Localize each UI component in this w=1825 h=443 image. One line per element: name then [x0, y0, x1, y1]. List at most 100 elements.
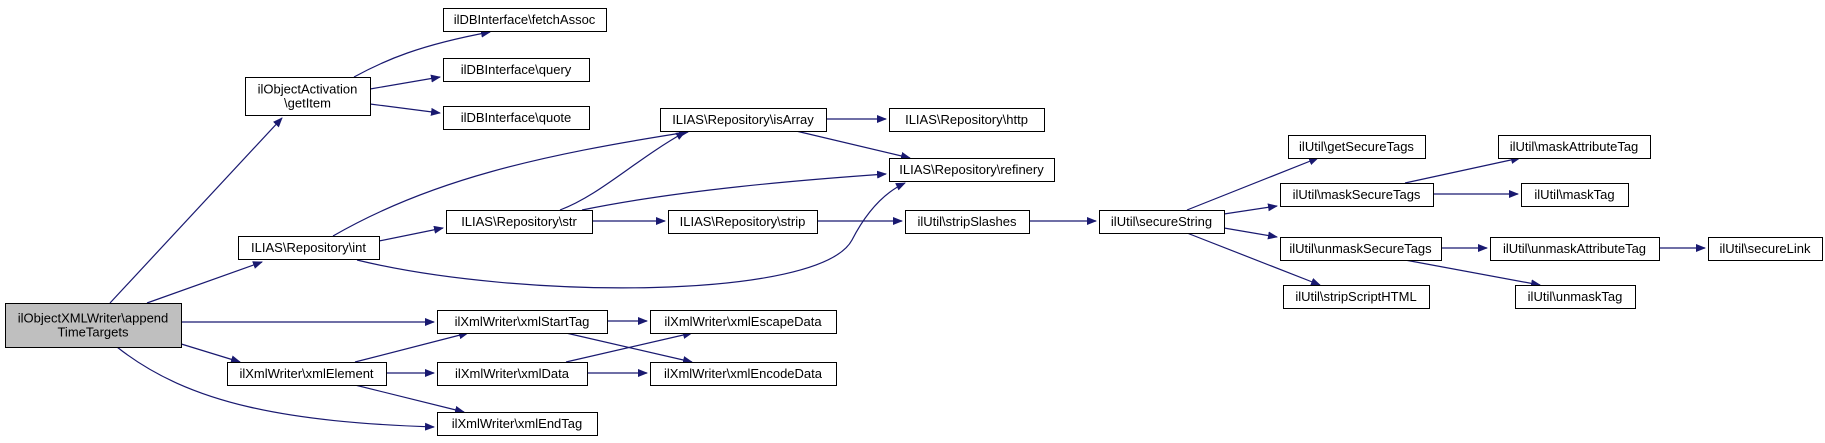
- node-box: [1515, 285, 1636, 309]
- node-label: \getItem: [284, 96, 331, 111]
- node-box: [446, 210, 593, 234]
- node-label: ILIAS\Repository\isArray: [672, 112, 814, 127]
- node-box: [1099, 210, 1225, 234]
- node-label: ilUtil\maskAttributeTag: [1510, 139, 1639, 154]
- node-maskSecureTags[interactable]: ilUtil\maskSecureTags: [1280, 183, 1434, 207]
- node-secureString[interactable]: ilUtil\secureString: [1099, 210, 1225, 234]
- node-getSecureTags[interactable]: ilUtil\getSecureTags: [1288, 135, 1426, 159]
- node-box: [650, 362, 837, 386]
- edge-maskSecureTags-to-maskAttributeTag: [1404, 156, 1521, 184]
- node-int[interactable]: ILIAS\Repository\int: [238, 236, 380, 260]
- edge-int-to-isArray: [332, 129, 689, 237]
- node-label: ILIAS\Repository\refinery: [899, 162, 1044, 177]
- node-query[interactable]: ilDBInterface\query: [443, 58, 590, 82]
- node-box: [437, 412, 598, 436]
- node-box: [1490, 237, 1660, 261]
- node-box: [437, 310, 608, 334]
- node-box: [443, 8, 607, 32]
- edge-isArray-to-refinery: [795, 130, 911, 160]
- node-maskTag[interactable]: ilUtil\maskTag: [1521, 183, 1629, 207]
- node-stripScriptHTML[interactable]: ilUtil\stripScriptHTML: [1283, 285, 1430, 309]
- node-label: ilObjectXMLWriter\append: [18, 311, 169, 326]
- edge-getItem-to-quote: [369, 103, 441, 116]
- node-maskAttributeTag[interactable]: ilUtil\maskAttributeTag: [1498, 135, 1651, 159]
- edge-root-to-int: [146, 261, 263, 304]
- node-xmlElement[interactable]: ilXmlWriter\xmlElement: [227, 362, 387, 386]
- edge-getItem-to-query: [369, 74, 441, 90]
- edge-getItem-to-fetchAssoc: [353, 29, 491, 78]
- node-label: ilUtil\stripScriptHTML: [1295, 289, 1416, 304]
- node-label: ILIAS\Repository\str: [461, 214, 577, 229]
- node-label: ilDBInterface\query: [461, 62, 572, 77]
- node-str[interactable]: ILIAS\Repository\str: [446, 210, 593, 234]
- node-strip[interactable]: ILIAS\Repository\strip: [668, 210, 818, 234]
- node-label: ilXmlWriter\xmlEncodeData: [664, 366, 823, 381]
- node-box: [1280, 183, 1434, 207]
- node-label: ILIAS\Repository\http: [905, 112, 1028, 127]
- node-xmlEncodeData[interactable]: ilXmlWriter\xmlEncodeData: [650, 362, 837, 386]
- node-box: [1280, 237, 1442, 261]
- node-label: ilUtil\stripSlashes: [918, 214, 1017, 229]
- node-box: [1521, 183, 1629, 207]
- edge-int-to-str: [378, 225, 444, 242]
- node-box: [1288, 135, 1426, 159]
- edge-xmlElement-to-xmlStartTag: [354, 331, 469, 363]
- node-box: [227, 362, 387, 386]
- node-isArray[interactable]: ILIAS\Repository\isArray: [660, 108, 827, 132]
- node-label: ilXmlWriter\xmlEndTag: [452, 416, 583, 431]
- node-label: ilUtil\maskTag: [1534, 187, 1614, 202]
- edge-secureString-to-getSecureTags: [1186, 157, 1319, 211]
- node-box: [660, 108, 827, 132]
- edge-root-to-xmlElement: [177, 342, 241, 364]
- node-xmlData[interactable]: ilXmlWriter\xmlData: [437, 362, 588, 386]
- node-box: [443, 106, 590, 130]
- node-label: ilUtil\secureString: [1111, 214, 1212, 229]
- edge-secureString-to-stripScriptHTML: [1186, 232, 1321, 286]
- node-label: ilDBInterface\quote: [461, 110, 572, 125]
- node-http[interactable]: ILIAS\Repository\http: [889, 108, 1045, 132]
- node-box: [443, 58, 590, 82]
- edge-unmaskSecureTags-to-unmaskTag: [1404, 259, 1541, 288]
- edge-root-to-xmlEndTag: [116, 346, 435, 431]
- edge-int-to-refinery: [356, 182, 906, 289]
- node-label: ilDBInterface\fetchAssoc: [454, 12, 596, 27]
- edge-xmlData-to-xmlEscapeData: [565, 331, 693, 363]
- node-label: TimeTargets: [57, 325, 129, 340]
- node-box: [238, 236, 380, 260]
- nodes-layer: ilObjectXMLWriter\appendTimeTargetsilObj…: [5, 8, 1823, 436]
- edge-secureString-to-maskSecureTags: [1223, 203, 1278, 215]
- node-unmaskTag[interactable]: ilUtil\unmaskTag: [1515, 285, 1636, 309]
- node-xmlEscapeData[interactable]: ilXmlWriter\xmlEscapeData: [650, 310, 837, 334]
- node-label: ILIAS\Repository\int: [251, 240, 366, 255]
- node-quote[interactable]: ilDBInterface\quote: [443, 106, 590, 130]
- node-label: ilXmlWriter\xmlElement: [239, 366, 373, 381]
- node-box: [5, 303, 182, 348]
- edge-str-to-refinery: [581, 170, 887, 211]
- node-xmlEndTag[interactable]: ilXmlWriter\xmlEndTag: [437, 412, 598, 436]
- node-secureLink[interactable]: ilUtil\secureLink: [1708, 237, 1823, 261]
- node-label: ilUtil\maskSecureTags: [1293, 187, 1421, 202]
- node-unmaskSecureTags[interactable]: ilUtil\unmaskSecureTags: [1280, 237, 1442, 261]
- node-getItem[interactable]: ilObjectActivation\getItem: [245, 77, 371, 116]
- node-refinery[interactable]: ILIAS\Repository\refinery: [889, 158, 1055, 182]
- node-stripSlashes[interactable]: ilUtil\stripSlashes: [905, 210, 1030, 234]
- node-label: ILIAS\Repository\strip: [680, 214, 806, 229]
- node-fetchAssoc[interactable]: ilDBInterface\fetchAssoc: [443, 8, 607, 32]
- node-unmaskAttributeTag[interactable]: ilUtil\unmaskAttributeTag: [1490, 237, 1660, 261]
- node-box: [245, 77, 371, 116]
- node-box: [650, 310, 837, 334]
- edge-str-to-isArray: [559, 131, 686, 211]
- node-label: ilUtil\getSecureTags: [1299, 139, 1414, 154]
- node-label: ilXmlWriter\xmlData: [455, 366, 570, 381]
- edge-secureString-to-unmaskSecureTags: [1223, 227, 1278, 240]
- node-box: [1283, 285, 1430, 309]
- node-box: [437, 362, 588, 386]
- node-label: ilUtil\unmaskSecureTags: [1289, 241, 1432, 256]
- node-label: ilXmlWriter\xmlStartTag: [455, 314, 590, 329]
- node-box: [905, 210, 1030, 234]
- node-box: [1708, 237, 1823, 261]
- edge-root-to-getItem: [109, 117, 283, 304]
- node-xmlStartTag[interactable]: ilXmlWriter\xmlStartTag: [437, 310, 608, 334]
